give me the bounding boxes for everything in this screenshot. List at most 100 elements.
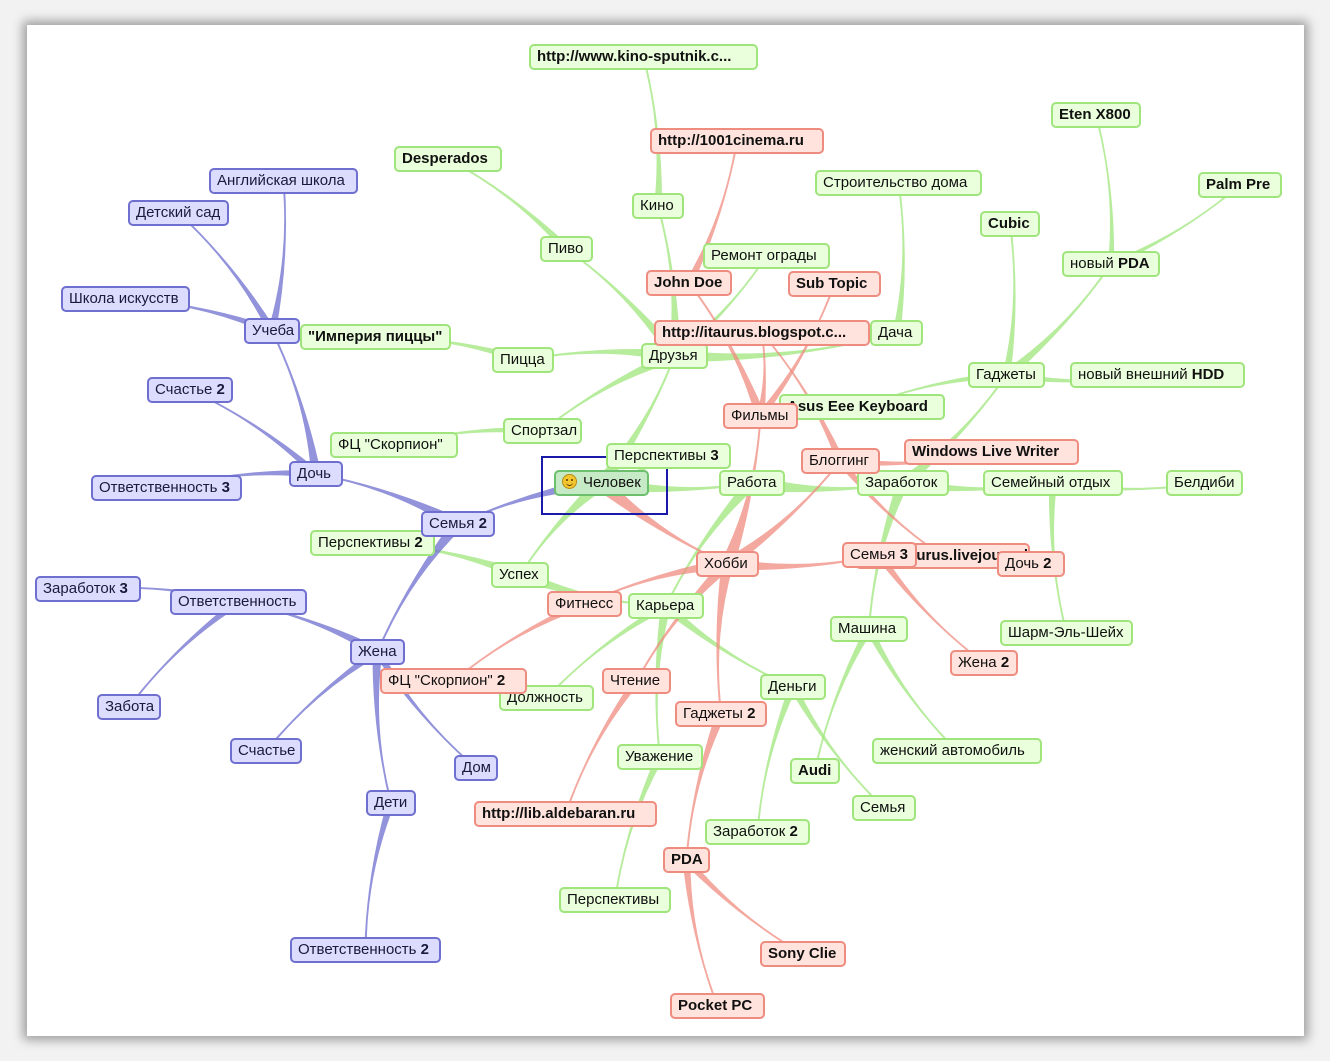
topic-otvetstvennost-3[interactable]: Ответственность 3: [91, 475, 242, 501]
smiley-icon: [562, 474, 577, 489]
topic-remont-ogrady[interactable]: Ремонт ограды: [703, 243, 830, 269]
topic-gadzhety[interactable]: Гаджеты: [968, 362, 1045, 388]
connection-doch-ucheba: [270, 330, 321, 476]
topic-zhena-2[interactable]: Жена 2: [950, 650, 1018, 676]
topic-dom[interactable]: Дом: [454, 755, 498, 781]
connection-hobbi-gadzhety2: [716, 563, 734, 715]
connection-hobbi-semya3: [727, 553, 880, 571]
connection-mashina-zhenauto: [865, 626, 958, 752]
topic-doch-2[interactable]: Дочь 2: [997, 551, 1065, 577]
topic-cubic[interactable]: Cubic: [980, 211, 1040, 237]
topic-1001cinema-link[interactable]: http://1001cinema.ru: [650, 128, 824, 154]
connection-filmy-johndoe: [687, 282, 765, 419]
topic-itaurus-blogspot-link[interactable]: http://itaurus.blogspot.c...: [654, 320, 870, 346]
topic-semya-2[interactable]: Семья 2: [421, 511, 495, 537]
topic-eten-x800[interactable]: Eten X800: [1051, 102, 1141, 128]
topic-palm-pre[interactable]: Palm Pre: [1198, 172, 1282, 198]
topic-pitstsa[interactable]: Пицца: [492, 347, 554, 373]
topic-fc-skorpion[interactable]: ФЦ "Скорпион": [330, 432, 458, 458]
connection-semotdyh-sharm: [1048, 482, 1068, 634]
connection-rabota-kariera: [665, 479, 757, 607]
connection-doch-otvet3: [166, 469, 317, 490]
topic-novyi-pda[interactable]: новый PDA: [1062, 251, 1160, 277]
topic-windows-live-writer[interactable]: Windows Live Writer: [904, 439, 1079, 465]
connection-druzya-dacha: [673, 331, 897, 362]
topic-desperados[interactable]: Desperados: [394, 146, 502, 172]
topic-ucheba[interactable]: Учеба: [244, 318, 300, 344]
mind-map-canvas: Человек http://www.kino-sputnik.c... Des…: [27, 25, 1304, 1036]
topic-sharm-el-sheikh[interactable]: Шарм-Эль-Шейх: [1000, 620, 1133, 646]
topic-uvazhenie[interactable]: Уважение: [617, 744, 703, 770]
topic-aldebaran-link[interactable]: http://lib.aldebaran.ru: [474, 801, 657, 827]
topic-rabota[interactable]: Работа: [719, 470, 785, 496]
topic-pivo[interactable]: Пиво: [540, 236, 593, 262]
topic-beldibi[interactable]: Белдиби: [1166, 470, 1243, 496]
topic-schastie[interactable]: Счастье: [230, 738, 302, 764]
topic-otvetstvennost[interactable]: Ответственность: [170, 589, 307, 615]
topic-schastie-2[interactable]: Счастье 2: [147, 377, 233, 403]
topic-pda[interactable]: PDA: [663, 847, 710, 873]
connection-hobbi-filmy: [720, 415, 762, 566]
topic-fc-skorpion-2[interactable]: ФЦ "Скорпион" 2: [380, 668, 527, 694]
connection-druzya-kino: [656, 205, 681, 357]
connection-pda-pocket: [682, 859, 719, 1007]
connection-root-uspeh: [519, 478, 607, 576]
topic-detskii-sad[interactable]: Детский сад: [128, 200, 229, 226]
topic-zarabotok[interactable]: Заработок: [857, 470, 949, 496]
topic-druzya[interactable]: Друзья: [641, 343, 708, 369]
topic-chtenie[interactable]: Чтение: [602, 668, 671, 694]
topic-perspektivy[interactable]: Перспективы: [559, 887, 671, 913]
topic-sony-clie[interactable]: Sony Clie: [760, 941, 846, 967]
topic-gadzhety-2[interactable]: Гаджеты 2: [675, 701, 767, 727]
topic-audi[interactable]: Audi: [790, 758, 840, 784]
topic-otvetstvennost-2[interactable]: Ответственность 2: [290, 937, 441, 963]
topic-shkola-iskusstv[interactable]: Школа искусств: [61, 286, 190, 312]
connection-otvet-zabota: [128, 599, 242, 708]
topic-kariera[interactable]: Карьера: [628, 593, 704, 619]
topic-sub-topic[interactable]: Sub Topic: [788, 271, 881, 297]
topic-kino[interactable]: Кино: [632, 193, 684, 219]
topic-pocket-pc[interactable]: Pocket PC: [670, 993, 765, 1019]
topic-asus-eee-keyboard[interactable]: Asus Eee Keyboard: [779, 394, 945, 420]
topic-zhenskii-avtomobil[interactable]: женский автомобиль: [872, 738, 1042, 764]
connection-newpda-eten: [1094, 114, 1115, 265]
connection-uspeh-kariera: [518, 569, 667, 608]
topic-john-doe[interactable]: John Doe: [646, 270, 732, 296]
connection-filmy-itaurus: [756, 332, 766, 417]
root-node[interactable]: Человек: [554, 470, 649, 496]
topic-dacha[interactable]: Дача: [870, 320, 923, 346]
topic-perspektivy-3[interactable]: Перспективы 3: [606, 443, 731, 469]
connection-hobbi-fitness: [584, 558, 730, 606]
connection-druzya-sportzal: [541, 350, 678, 433]
connection-ucheba-angl: [268, 180, 287, 332]
topic-fitness[interactable]: Фитнесс: [547, 591, 622, 617]
topic-sportzal[interactable]: Спортзал: [503, 418, 582, 444]
topic-zabota[interactable]: Забота: [97, 694, 161, 720]
topic-semeinyi-otdyh[interactable]: Семейный отдых: [983, 470, 1123, 496]
topic-kino-sputnik-link[interactable]: http://www.kino-sputnik.c...: [529, 44, 758, 70]
connection-druzya-pizza: [522, 349, 675, 362]
topic-mashina[interactable]: Машина: [830, 616, 908, 642]
topic-perspektivy-2[interactable]: Перспективы 2: [310, 530, 435, 556]
topic-uspeh[interactable]: Успех: [491, 562, 549, 588]
topic-novyi-vneshnii-hdd[interactable]: новый внешний HDD: [1070, 362, 1245, 388]
connection-uvazhenie-perspektivy_g: [613, 755, 664, 901]
topic-dengi[interactable]: Деньги: [760, 674, 826, 700]
topic-zarabotok-3[interactable]: Заработок 3: [35, 576, 141, 602]
topic-blogging[interactable]: Блоггинг: [801, 448, 880, 474]
topic-imperiya-pitstsy[interactable]: "Империя пиццы": [300, 324, 451, 350]
connection-zhena-deti: [372, 651, 393, 804]
connection-dengi-semya_g: [789, 684, 885, 809]
topic-semya[interactable]: Семья: [852, 795, 916, 821]
topic-deti[interactable]: Дети: [366, 790, 416, 816]
topic-hobbi[interactable]: Хобби: [696, 551, 759, 577]
topic-doch[interactable]: Дочь: [289, 461, 343, 487]
connection-gadzhety_g-cubic: [1002, 223, 1016, 376]
connection-dacha-stroitelstvo: [892, 182, 905, 334]
topic-semya-3[interactable]: Семья 3: [842, 542, 917, 568]
topic-stroitelstvo-doma[interactable]: Строительство дома: [815, 170, 982, 196]
topic-angliiskaya-shkola[interactable]: Английская школа: [209, 168, 358, 194]
topic-zarabotok-2[interactable]: Заработок 2: [705, 819, 810, 845]
topic-zhena[interactable]: Жена: [350, 639, 405, 665]
topic-filmy[interactable]: Фильмы: [723, 403, 798, 429]
